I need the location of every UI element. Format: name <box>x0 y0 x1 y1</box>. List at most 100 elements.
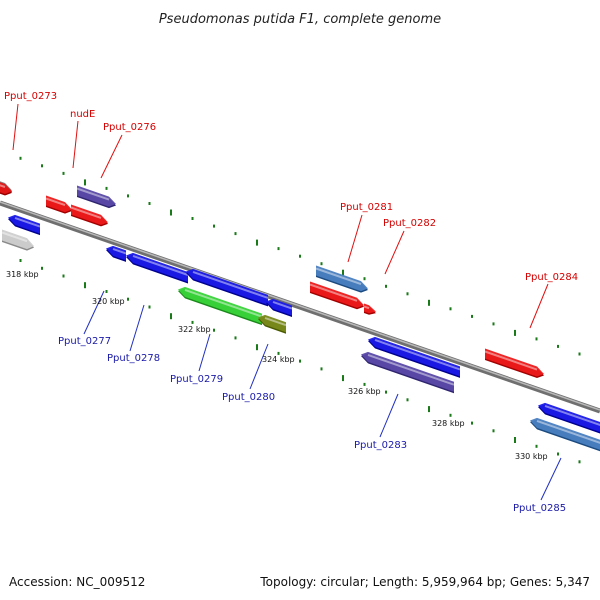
gene-arrow-pput-0279-blue[interactable] <box>186 268 269 307</box>
gene-arrow-pput-0273[interactable] <box>0 180 12 196</box>
gene-arrow-pput-0279[interactable] <box>178 286 263 326</box>
outer-tick-track <box>19 156 581 356</box>
gene-arrow-pput-0283-blue[interactable] <box>368 336 461 378</box>
gene-label-pput-0276[interactable]: Pput_0276 <box>103 122 156 133</box>
leader-line-forward <box>12 103 19 151</box>
outer-tick-mark <box>277 247 280 251</box>
gene-label-pput-0279[interactable]: Pput_0279 <box>170 374 223 385</box>
gene-label-pput-0282[interactable]: Pput_0282 <box>383 218 436 229</box>
inner-tick-mark <box>105 290 108 293</box>
inner-tick-mark <box>557 452 559 456</box>
inner-tick-mark <box>342 375 344 382</box>
outer-tick-mark <box>449 307 452 311</box>
gene-arrow-pput-0276-red[interactable] <box>70 204 108 227</box>
gene-arrow-pput-0284[interactable] <box>484 348 544 379</box>
accession-text: Accession: NC_009512 <box>9 575 145 589</box>
leader-line-reverse <box>129 304 145 352</box>
inner-tick-mark <box>234 336 237 340</box>
inner-tick-mark <box>385 390 387 394</box>
outer-tick-mark <box>557 344 559 348</box>
outer-tick-mark <box>105 186 108 190</box>
gene-features <box>0 180 600 453</box>
gene-arrow-nude[interactable] <box>45 195 72 214</box>
inner-tick-mark <box>449 413 452 417</box>
tick-label-324: 324 kbp <box>262 355 295 364</box>
inner-tick-mark <box>41 266 43 270</box>
gene-label-pput-0280[interactable]: Pput_0280 <box>222 392 275 403</box>
inner-tick-mark <box>256 344 258 351</box>
gene-label-pput-0285[interactable]: Pput_0285 <box>513 503 566 514</box>
inner-tick-mark <box>363 382 366 386</box>
outer-tick-mark <box>428 299 430 306</box>
inner-tick-mark <box>213 328 215 332</box>
inner-tick-mark <box>320 367 323 371</box>
gene-arrow-pput-0277[interactable] <box>106 245 127 262</box>
outer-tick-mark <box>127 194 129 198</box>
gene-arrow-pput-0285[interactable] <box>530 417 600 453</box>
leader-line-reverse <box>540 457 562 501</box>
outer-tick-mark <box>535 337 538 341</box>
gene-label-pput-0284[interactable]: Pput_0284 <box>525 272 578 283</box>
inner-tick-mark <box>514 437 516 443</box>
gene-label-pput-0281[interactable]: Pput_0281 <box>340 202 393 213</box>
outer-tick-mark <box>342 269 344 276</box>
gene-arrow-pput-0281[interactable] <box>309 281 364 310</box>
tick-label-328: 328 kbp <box>432 419 465 428</box>
inner-tick-mark <box>191 320 194 324</box>
gene-arrow-pput-0277-upper[interactable] <box>8 214 41 236</box>
inner-tick-mark <box>535 444 538 448</box>
outer-tick-mark <box>19 156 22 160</box>
gene-label-pput-0273[interactable]: Pput_0273 <box>4 91 57 102</box>
outer-tick-mark <box>363 277 366 281</box>
outer-tick-mark <box>148 202 151 205</box>
gene-arrow-pput-0282[interactable] <box>363 303 376 315</box>
genome-summary-text: Topology: circular; Length: 5,959,964 bp… <box>259 575 590 589</box>
tick-label-330: 330 kbp <box>515 452 548 461</box>
outer-tick-mark <box>234 232 237 236</box>
gene-label-pput-0277[interactable]: Pput_0277 <box>58 336 111 347</box>
outer-tick-mark <box>385 284 387 288</box>
outer-tick-mark <box>406 292 409 296</box>
leader-line-reverse <box>379 393 399 438</box>
inner-tick-mark <box>84 282 86 289</box>
leader-line-reverse <box>198 333 211 372</box>
inner-tick-mark <box>170 313 172 320</box>
leader-line-forward <box>72 120 79 169</box>
inner-tick-mark <box>148 305 151 309</box>
tick-label-326: 326 kbp <box>348 387 381 396</box>
outer-tick-mark <box>471 314 473 318</box>
tick-label-322: 322 kbp <box>178 325 211 334</box>
gene-label-pput-0278[interactable]: Pput_0278 <box>107 353 160 364</box>
gene-arrow-pput-0280-blue[interactable] <box>266 298 293 318</box>
outer-tick-mark <box>514 329 516 336</box>
leader-line-reverse <box>249 343 269 390</box>
gene-arrow-pput-0280[interactable] <box>258 314 287 334</box>
leader-line-reverse <box>83 290 105 335</box>
gene-arrow-pput-0281-blue[interactable] <box>315 265 368 293</box>
gene-arrow-pput-0285-blue[interactable] <box>538 402 600 436</box>
outer-tick-mark <box>299 254 301 258</box>
outer-tick-mark <box>578 352 581 356</box>
leader-line-forward <box>347 214 363 263</box>
leader-line-forward <box>384 230 405 275</box>
gene-label-pput-0283[interactable]: Pput_0283 <box>354 440 407 451</box>
gene-arrow-pput-0278[interactable] <box>126 252 189 284</box>
gene-arrow-pput-0283[interactable] <box>361 351 455 394</box>
outer-tick-mark <box>256 239 258 246</box>
outer-tick-mark <box>213 224 215 228</box>
inner-tick-mark <box>299 359 301 363</box>
outer-tick-mark <box>191 217 194 220</box>
outer-tick-mark <box>170 209 172 216</box>
outer-tick-mark <box>492 322 495 326</box>
inner-tick-mark <box>406 398 409 402</box>
map-title: Pseudomonas putida F1, complete genome <box>159 12 441 27</box>
gene-arrow-pseudogene[interactable] <box>1 229 34 251</box>
gene-label-nude[interactable]: nudE <box>70 109 95 120</box>
outer-tick-mark <box>84 179 86 186</box>
label-leaders <box>12 103 562 501</box>
inner-tick-mark <box>578 460 581 464</box>
gene-arrow-pput-0276[interactable] <box>76 185 116 209</box>
inner-tick-mark <box>62 274 65 278</box>
outer-tick-mark <box>41 164 43 168</box>
